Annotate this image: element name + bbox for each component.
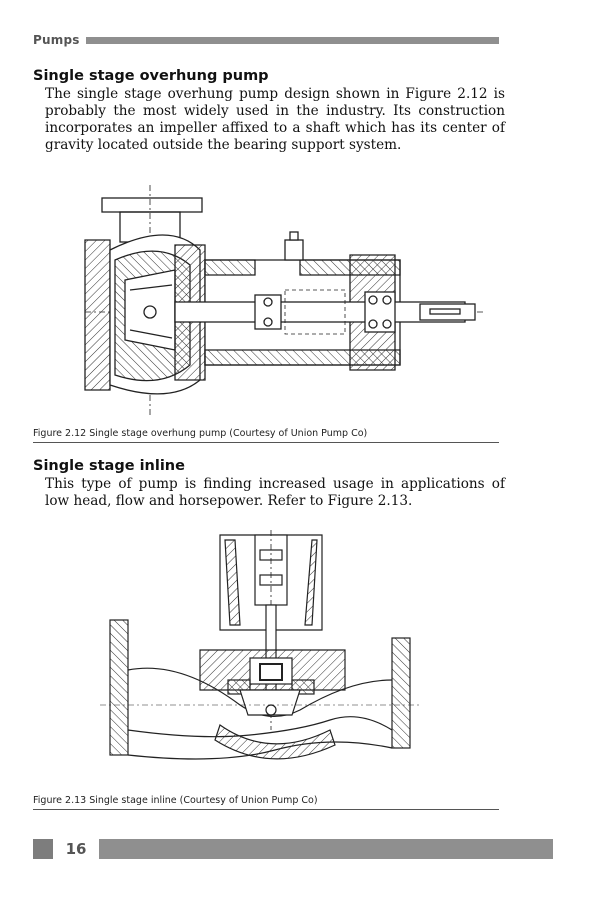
page-footer: 16 [33, 839, 553, 859]
running-head-rule [85, 36, 499, 44]
section-title-overhung: Single stage overhung pump [33, 68, 269, 84]
running-head-title: Pumps [33, 33, 80, 47]
overhung-pump-drawing-icon [84, 185, 485, 415]
section-body-inline: This type of pump is finding increased u… [45, 476, 505, 509]
figure-caption-2-13: Figure 2.13 Single stage inline (Courtes… [33, 795, 499, 810]
footer-block [33, 839, 53, 859]
footer-rule [99, 839, 553, 859]
figure-caption-2-12: Figure 2.12 Single stage overhung pump (… [33, 428, 499, 443]
section-title-inline: Single stage inline [33, 458, 185, 474]
running-head: Pumps [33, 30, 499, 50]
page-number: 16 [65, 840, 87, 858]
section-body-overhung: The single stage overhung pump design sh… [45, 86, 505, 153]
inline-pump-drawing-icon [100, 530, 420, 760]
